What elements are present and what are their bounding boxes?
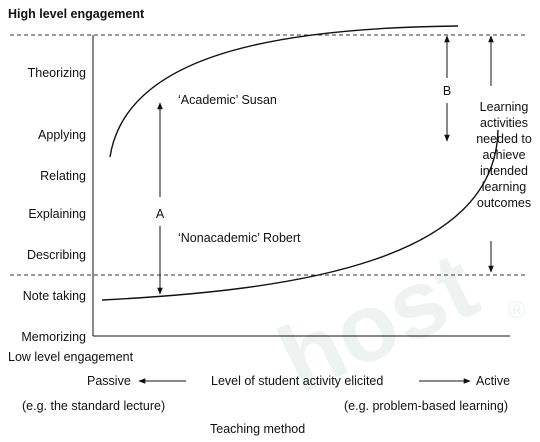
- level-theorizing: Theorizing: [28, 66, 86, 80]
- gap-b-label: B: [443, 84, 451, 98]
- level-relating: Relating: [40, 169, 86, 183]
- teaching-method-label: Teaching method: [210, 422, 305, 436]
- outcomes-line-4: achieve: [482, 148, 525, 162]
- outcomes-line-5: intended: [480, 164, 528, 178]
- passive-example: (e.g. the standard lecture): [22, 399, 165, 413]
- robert-label: ‘Nonacademic’ Robert: [178, 231, 301, 245]
- registered-mark: ®: [508, 297, 526, 324]
- low-engagement-title: Low level engagement: [8, 350, 134, 364]
- level-applying: Applying: [38, 128, 86, 142]
- susan-label: ‘Academic’ Susan: [178, 93, 277, 107]
- active-example: (e.g. problem-based learning): [344, 399, 508, 413]
- outcomes-line-1: Learning: [480, 100, 529, 114]
- activity-axis-label: Level of student activity elicited: [211, 374, 383, 388]
- outcomes-line-6: learning: [482, 180, 527, 194]
- passive-label: Passive: [87, 374, 131, 388]
- level-note-taking: Note taking: [23, 289, 86, 303]
- level-memorizing: Memorizing: [21, 330, 86, 344]
- active-label: Active: [476, 374, 510, 388]
- gap-a-label: A: [156, 207, 165, 221]
- outcomes-line-7: outcomes: [477, 196, 531, 210]
- outcomes-line-2: activities: [480, 116, 528, 130]
- high-engagement-title: High level engagement: [8, 7, 145, 21]
- robert-curve: [101, 129, 499, 301]
- susan-curve: [109, 25, 459, 158]
- level-describing: Describing: [27, 248, 86, 262]
- outcomes-line-3: needed to: [476, 132, 532, 146]
- level-explaining: Explaining: [28, 207, 86, 221]
